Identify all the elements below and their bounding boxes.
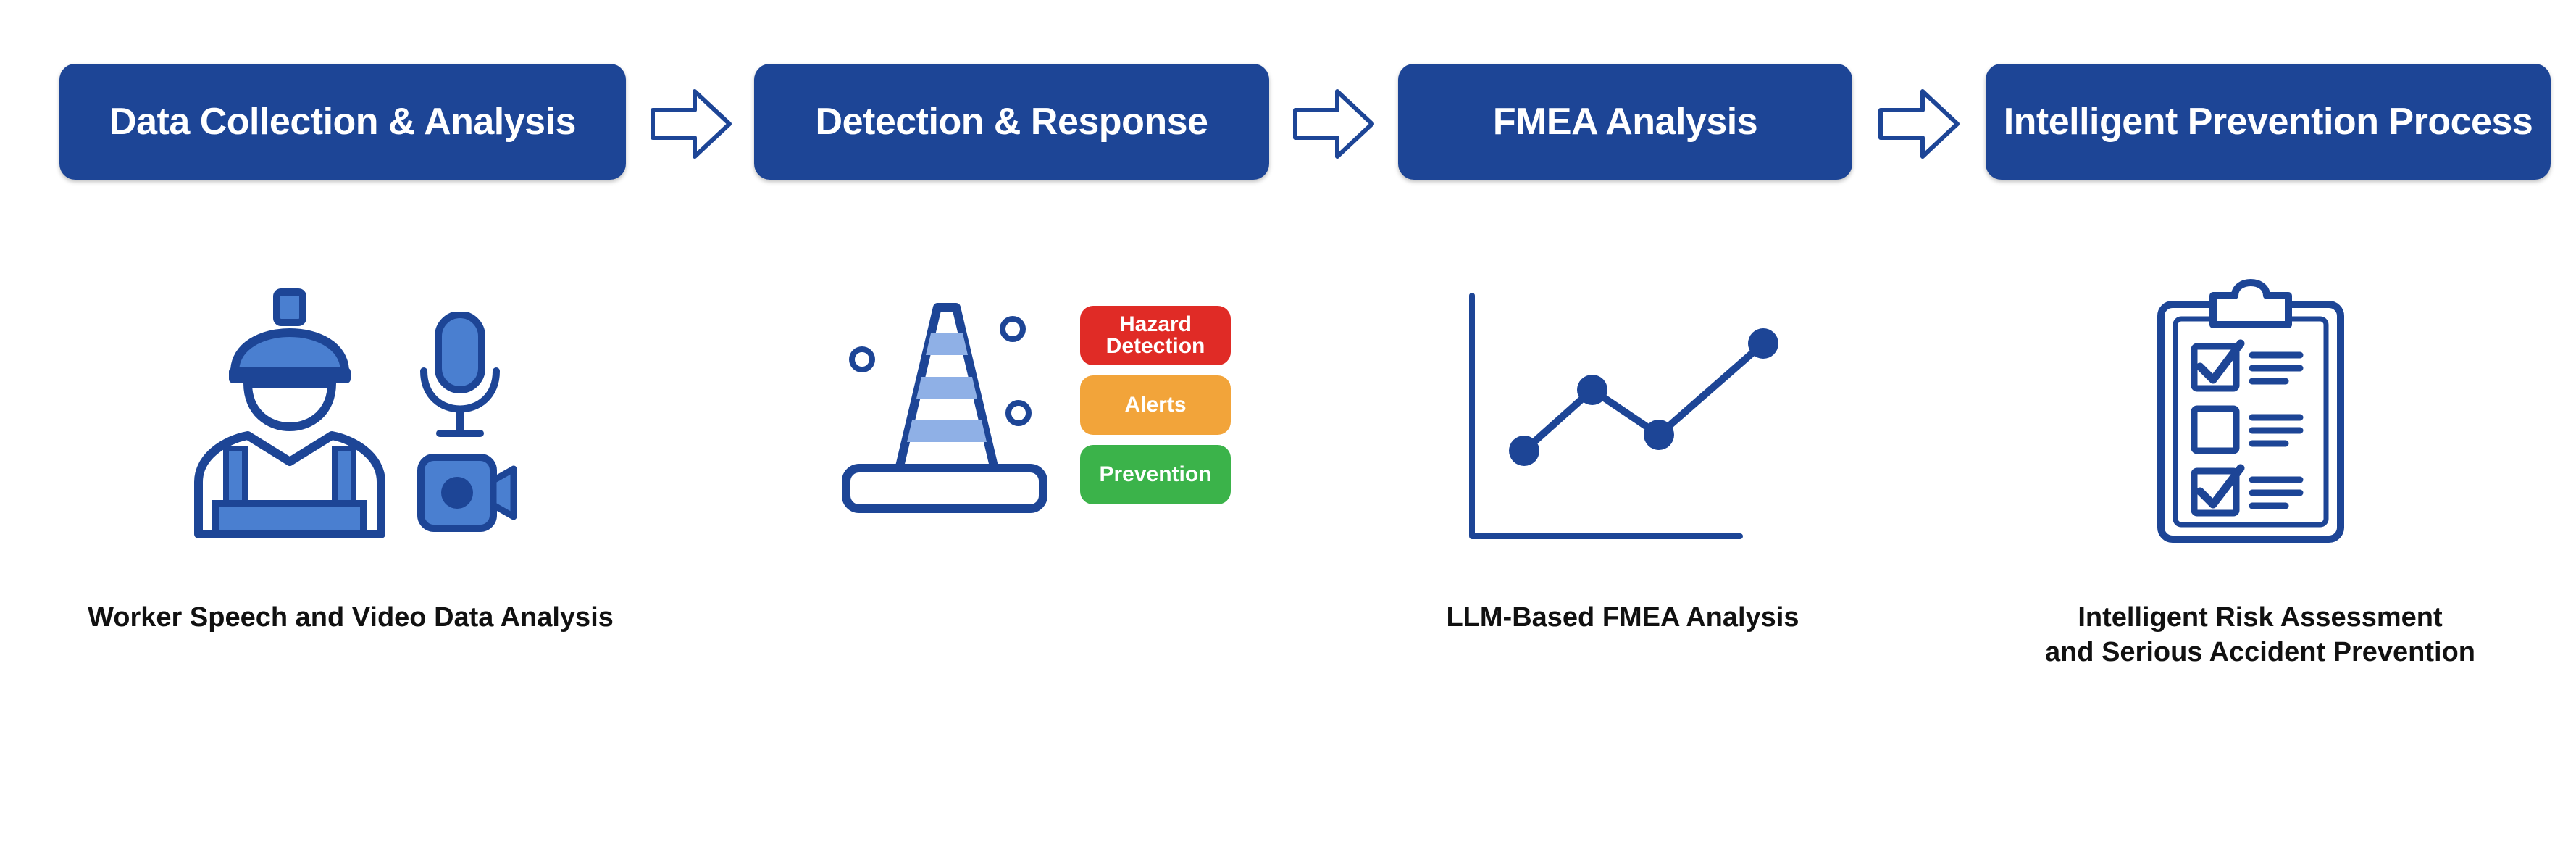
caption-step4-line2: and Serious Accident Prevention <box>2044 637 2476 667</box>
caption-step3: LLM-Based FMEA Analysis <box>1446 602 1799 633</box>
step-intelligent-prevention: Intelligent Prevention Process <box>1986 64 2551 180</box>
alerts-badge: Alerts <box>1080 375 1231 435</box>
caption-step4-line1: Intelligent Risk Assessment <box>2078 602 2443 633</box>
step-detection-response: Detection & Response <box>754 64 1269 180</box>
step-data-collection: Data Collection & Analysis <box>59 64 626 180</box>
prevention-badge: Prevention <box>1080 445 1231 504</box>
flow-arrow-icon <box>651 89 732 159</box>
line-chart-icon <box>1469 293 1778 539</box>
microphone-icon <box>420 312 500 437</box>
traffic-cone-icon <box>842 303 1047 513</box>
step-fmea-analysis: FMEA Analysis <box>1398 64 1852 180</box>
flow-arrow-icon <box>1293 89 1374 159</box>
caption-step1: Worker Speech and Video Data Analysis <box>88 602 614 633</box>
flow-arrow-icon <box>1878 89 1960 159</box>
video-camera-icon <box>417 454 517 532</box>
worker-hardhat-icon <box>194 288 385 538</box>
checklist-clipboard-icon <box>2157 279 2344 543</box>
caption-step4: Intelligent Risk Assessment and Serious … <box>1985 600 2535 670</box>
